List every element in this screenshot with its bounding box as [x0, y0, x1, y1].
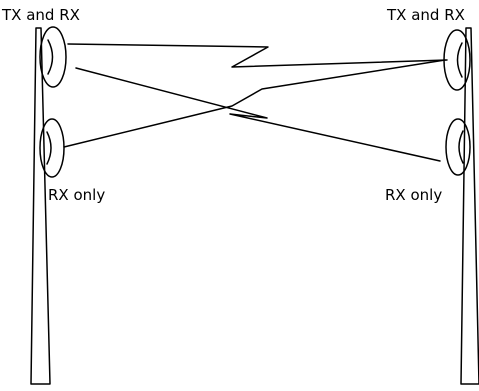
link-left-top-to-right-bottom [75, 67, 441, 162]
left-bottom-dish-icon [39, 118, 65, 178]
left-top-dish-icon [39, 26, 67, 88]
right-tower [460, 27, 479, 385]
label-left-bottom: RX only [48, 186, 105, 204]
right-bottom-dish-icon [445, 118, 471, 176]
label-right-top: TX and RX [386, 6, 465, 24]
link-left-top-to-right-top [67, 43, 448, 68]
label-left-top: TX and RX [1, 6, 80, 24]
label-right-bottom: RX only [385, 186, 442, 204]
link-right-top-to-left-bottom [63, 59, 446, 148]
left-tower [30, 27, 51, 385]
